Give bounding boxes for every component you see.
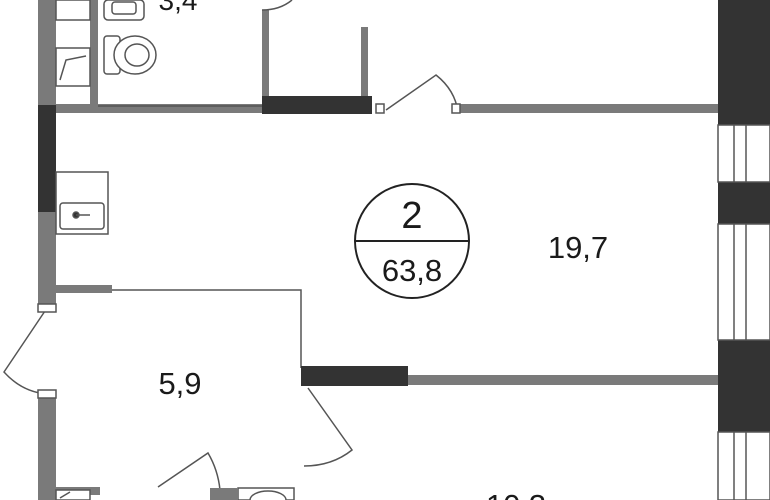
walls-bearing (38, 0, 770, 432)
wall-top-horizontal-left (38, 104, 262, 113)
wall-left-mid (38, 212, 56, 304)
wall-closet-right (361, 27, 368, 96)
window-3 (717, 431, 770, 500)
walls-thin (38, 0, 720, 500)
wall-hall-top (56, 285, 112, 293)
room-area-bathroom-top: 3,4 (159, 0, 198, 16)
hall-right-line (112, 289, 302, 368)
windows (717, 124, 770, 500)
wall-closet-left (262, 10, 269, 96)
wall-closet-bottom (262, 96, 372, 114)
wall-living-bottom-bearing (301, 366, 408, 386)
window-1 (717, 124, 770, 183)
wall-right-lower (718, 340, 770, 432)
floor-drain-top-icon (55, 47, 91, 87)
wall-left-bearing (38, 105, 56, 212)
room-area-living: 19,7 (548, 230, 608, 265)
wall-top-horizontal-right (458, 104, 720, 113)
wall-right-mid (718, 182, 770, 224)
window-2 (717, 223, 770, 341)
door-bath-bottom (157, 451, 221, 491)
sink-left-icon (55, 171, 109, 235)
door-living-top (385, 74, 459, 113)
wall-living-bottom (408, 375, 720, 385)
door-entrance (3, 307, 48, 395)
door-living-top-jamb-b (451, 103, 461, 114)
sink-top-basin-inner (111, 1, 137, 15)
wall-right-top (718, 0, 770, 125)
badge-total-area: 63,8 (382, 253, 442, 288)
wall-left-lower (38, 398, 56, 500)
badge-room-count: 2 (401, 195, 422, 237)
fixture-bottom-right-icon (237, 487, 295, 500)
sink-top (55, 0, 91, 21)
door-living-top-jamb-a (375, 103, 385, 114)
room-area-bedroom: 10,3 (486, 488, 546, 500)
thin-lines (98, 105, 302, 368)
room-area-hallway: 5,9 (158, 366, 201, 401)
wall-bottom-mid (210, 488, 238, 500)
apartment-badge: 2 63,8 (354, 183, 470, 299)
wall-left-upper (38, 0, 56, 105)
door-entrance-jamb-a (37, 303, 57, 313)
toilet-top-icon (103, 35, 157, 75)
wall-bath-divider (90, 0, 98, 105)
door-bath-top (261, 0, 293, 11)
fixture-bottom-left-icon (55, 489, 91, 500)
door-hall-bedroom (303, 387, 354, 467)
doors (3, 0, 461, 491)
fixtures (55, 0, 295, 500)
room-labels: 3,4 19,7 5,9 10,3 (158, 0, 608, 500)
door-entrance-jamb-b (37, 389, 57, 399)
